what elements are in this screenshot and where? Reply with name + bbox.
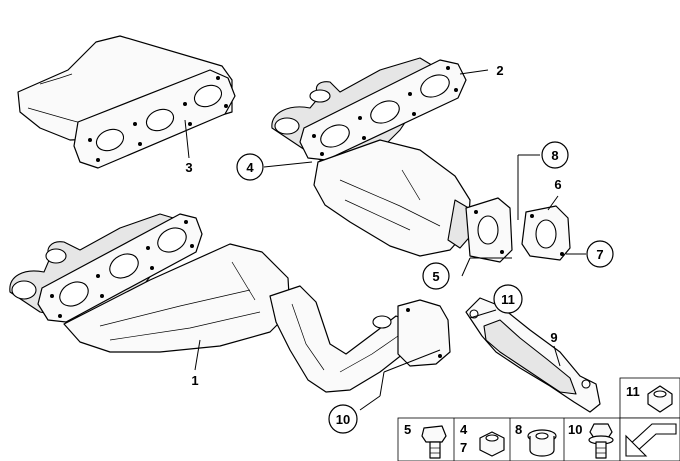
nut-icon bbox=[479, 431, 505, 457]
gasket-6-icon bbox=[521, 205, 571, 261]
bolt-icon bbox=[421, 425, 447, 459]
callout-5: 5 bbox=[422, 262, 450, 290]
callout-4: 4 bbox=[236, 153, 264, 181]
callout-7-label: 7 bbox=[596, 247, 603, 262]
callout-7: 7 bbox=[586, 240, 614, 268]
callout-6: 6 bbox=[554, 177, 561, 192]
callout-4-label: 4 bbox=[246, 160, 254, 175]
callout-5-label: 5 bbox=[432, 269, 439, 284]
bracket-9-icon bbox=[465, 297, 601, 413]
callout-10-label: 10 bbox=[336, 412, 350, 427]
flange-nut-icon bbox=[647, 385, 673, 413]
washer-icon bbox=[527, 429, 557, 457]
hw-cell-5-label: 5 bbox=[404, 422, 411, 437]
hw-cell-7-label: 7 bbox=[460, 440, 467, 455]
exhaust-manifold-lower-icon bbox=[9, 213, 451, 393]
hw-cell-4-label: 4 bbox=[460, 422, 468, 437]
callout-8: 8 bbox=[541, 141, 569, 169]
hw-cell-10-label: 10 bbox=[568, 422, 582, 437]
callout-3-label: 3 bbox=[185, 160, 192, 175]
callout-11: 11 bbox=[493, 284, 523, 314]
callout-9-label: 9 bbox=[550, 330, 557, 345]
leader-lines bbox=[184, 69, 586, 411]
callout-1: 1 bbox=[191, 373, 198, 388]
direction-arrow-icon bbox=[625, 423, 677, 457]
hw-cell-8-label: 8 bbox=[515, 422, 522, 437]
hw-cell-11-label: 11 bbox=[626, 384, 640, 399]
callout-11-label: 11 bbox=[501, 292, 515, 307]
hardware-table: 5 4 7 8 10 11 bbox=[397, 377, 680, 461]
gasket-3-icon bbox=[73, 69, 236, 169]
callout-6-label: 6 bbox=[554, 177, 561, 192]
callout-10: 10 bbox=[328, 404, 358, 434]
callout-2-label: 2 bbox=[496, 63, 503, 78]
callout-3: 3 bbox=[185, 160, 192, 175]
callout-9: 9 bbox=[550, 330, 557, 345]
flange-bolt-icon bbox=[588, 423, 614, 459]
callout-2: 2 bbox=[496, 63, 503, 78]
callout-1-label: 1 bbox=[191, 373, 198, 388]
callout-8-label: 8 bbox=[551, 148, 558, 163]
exhaust-manifold-upper-icon bbox=[271, 57, 513, 263]
